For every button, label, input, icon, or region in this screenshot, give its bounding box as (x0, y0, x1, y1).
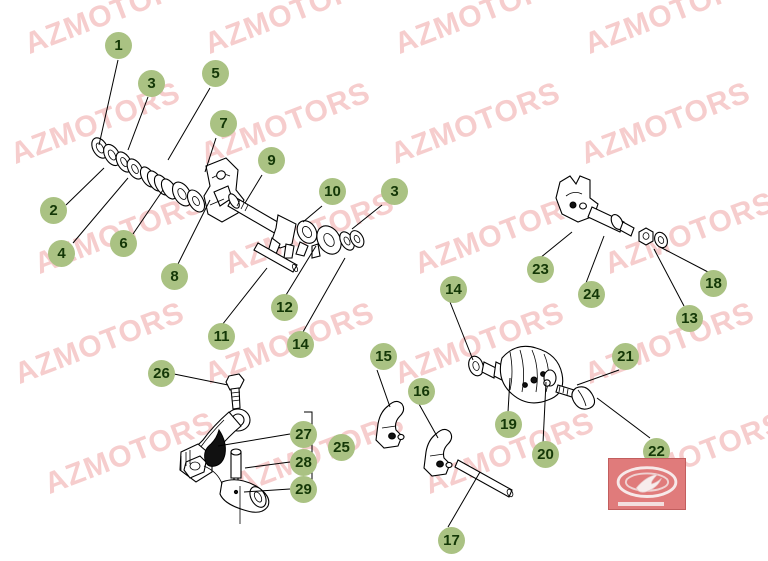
detent-plunger-22 (571, 386, 596, 410)
callout-badge-1[interactable]: 1 (105, 32, 132, 59)
az-motors-logo (608, 458, 686, 510)
callout-badge-13[interactable]: 13 (676, 305, 703, 332)
callout-badge-3b[interactable]: 3 (381, 178, 408, 205)
leader-line-16 (418, 403, 439, 439)
leader-line-26 (173, 373, 229, 386)
gear-change-pedal-assembly (179, 373, 270, 524)
callout-badge-8[interactable]: 8 (161, 263, 188, 290)
leader-line-10 (302, 205, 323, 223)
callout-badge-11[interactable]: 11 (208, 323, 235, 350)
callout-badge-28[interactable]: 28 (290, 449, 317, 476)
callout-badge-15[interactable]: 15 (370, 343, 397, 370)
leader-line-23 (539, 231, 573, 259)
leader-line-17 (447, 471, 481, 528)
shift-arm-stopper-assembly (555, 175, 668, 249)
washer-stack (91, 137, 144, 180)
callout-badge-10[interactable]: 10 (319, 178, 346, 205)
leader-line-9 (244, 174, 263, 204)
leader-line-18 (659, 246, 709, 273)
return-spring (139, 166, 178, 200)
callout-badge-2[interactable]: 2 (40, 197, 67, 224)
leader-line-20 (542, 381, 547, 444)
leader-line-7 (204, 137, 217, 173)
leader-line-14 (449, 301, 474, 361)
leader-line-19 (507, 377, 511, 413)
pedal-bushing-29 (203, 465, 270, 524)
gearshift-spindle-assembly (91, 137, 365, 273)
callout-badge-26[interactable]: 26 (148, 360, 175, 387)
nut-13 (638, 227, 654, 246)
leader-line-4 (72, 177, 129, 244)
callout-badge-3a[interactable]: 3 (138, 70, 165, 97)
leader-line-8 (176, 199, 211, 267)
callout-badge-21[interactable]: 21 (612, 343, 639, 370)
leader-line-5 (167, 87, 211, 161)
fork-guide-rod-17 (454, 459, 514, 498)
callout-badge-24[interactable]: 24 (578, 281, 605, 308)
leader-line-27 (217, 433, 291, 447)
leader-line-21 (576, 369, 620, 386)
callout-badge-23[interactable]: 23 (527, 256, 554, 283)
leader-line-29 (243, 488, 291, 493)
leader-line-15 (376, 369, 391, 408)
callout-badge-20[interactable]: 20 (532, 441, 559, 468)
callout-badge-16[interactable]: 16 (408, 378, 435, 405)
callout-badge-25[interactable]: 25 (328, 434, 355, 461)
circlip-group (339, 230, 365, 251)
leader-line-13 (653, 248, 685, 307)
leader-line-11 (221, 267, 268, 326)
callout-badge-29[interactable]: 29 (290, 476, 317, 503)
leader-line-22 (596, 397, 651, 439)
leader-lines (65, 59, 709, 528)
washer-18 (654, 231, 668, 249)
pedal-link-27 (204, 428, 226, 467)
callout-badge-4[interactable]: 4 (48, 240, 75, 267)
callout-badge-7[interactable]: 7 (210, 110, 237, 137)
callout-badge-17[interactable]: 17 (438, 527, 465, 554)
ratchet-plate (295, 220, 321, 259)
dowel-pin-11 (253, 242, 299, 273)
callout-badge-27[interactable]: 27 (290, 421, 317, 448)
logo-mark (616, 466, 678, 498)
leader-line-3 (127, 96, 149, 151)
leader-line-14 (302, 257, 346, 333)
leader-line-1 (98, 59, 119, 146)
callout-badge-14a[interactable]: 14 (287, 331, 314, 358)
shift-drum-assembly (468, 345, 596, 410)
pedal-arm (179, 408, 251, 483)
leader-line-28 (244, 461, 291, 469)
callout-badge-14b[interactable]: 14 (440, 276, 467, 303)
leader-line-24 (585, 235, 605, 284)
shift-fork-15 (375, 400, 405, 449)
logo-underline (618, 502, 664, 506)
pinch-bolt-26 (225, 373, 245, 410)
shift-forks-and-rod (375, 400, 514, 498)
leader-line-6 (132, 189, 164, 235)
washer-12 (316, 225, 342, 255)
callout-badge-6[interactable]: 6 (110, 230, 137, 257)
leader-line-3 (351, 204, 383, 230)
callout-badge-19[interactable]: 19 (495, 411, 522, 438)
leader-line-2 (65, 167, 105, 206)
callout-badge-5[interactable]: 5 (202, 60, 229, 87)
shift-fork-16 (423, 428, 453, 477)
leader-line-12 (285, 245, 317, 296)
callout-badge-9[interactable]: 9 (258, 147, 285, 174)
callout-badge-18[interactable]: 18 (700, 270, 727, 297)
collar-group (171, 181, 206, 213)
callout-badge-12[interactable]: 12 (271, 294, 298, 321)
